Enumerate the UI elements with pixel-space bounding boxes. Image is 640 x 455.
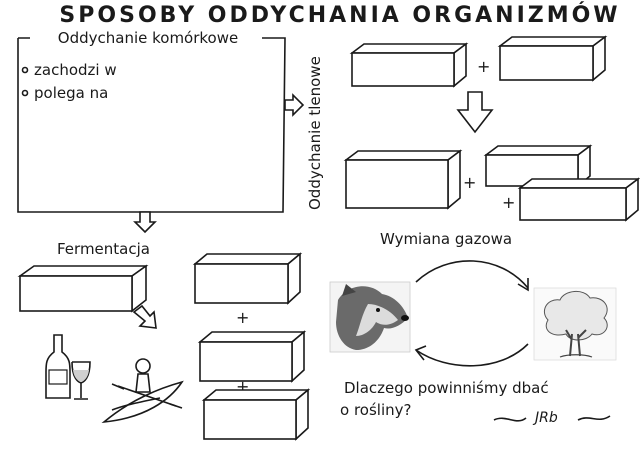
plus-sign-3: + [502, 193, 515, 212]
box-fermentation-2 [192, 252, 303, 305]
svg-text:JRb: JRb [532, 410, 558, 426]
wine-bottle-icon [45, 334, 71, 399]
kayak-person-icon [101, 358, 184, 424]
right-arrow-icon [284, 93, 305, 117]
dog-image [329, 281, 411, 353]
curved-arrow-icon [414, 343, 529, 367]
question-line-1: Dlaczego powinniśmy dbać [344, 379, 549, 397]
tree-image [533, 287, 617, 361]
cellular-heading: Oddychanie komórkowe [58, 29, 238, 47]
box-aerobic-3 [343, 149, 463, 210]
box-aerobic-1 [349, 42, 469, 88]
box-aerobic-2 [497, 35, 608, 82]
bullet-1: zachodzi w [34, 61, 117, 79]
down-arrow-icon [456, 91, 494, 134]
plus-sign-1: + [477, 57, 490, 76]
box-aerobic-5 [517, 177, 640, 222]
question-line-2: o rośliny? [340, 401, 411, 419]
page-title: SPOSOBY ODDYCHANIA ORGANIZMÓW [59, 2, 620, 28]
gas-exchange-label: Wymiana gazowa [380, 230, 512, 248]
wine-glass-icon [71, 361, 91, 400]
down-arrow-icon [132, 304, 157, 329]
fermentation-label: Fermentacja [57, 240, 150, 258]
box-fermentation-3 [197, 330, 307, 383]
bullet-2: polega na [34, 84, 108, 102]
aerobic-label: Oddychanie tlenowe [306, 56, 324, 210]
curved-arrow-icon [415, 260, 529, 292]
plus-sign-4: + [236, 308, 249, 327]
box-fermentation-4 [201, 388, 311, 441]
cellular-respiration-box: Oddychanie komórkowe zachodzi w polega n… [17, 29, 286, 213]
signature: JRb [493, 410, 611, 426]
box-fermentation-1 [17, 264, 149, 313]
plus-sign-2: + [463, 173, 476, 192]
down-arrow-icon [133, 211, 157, 234]
